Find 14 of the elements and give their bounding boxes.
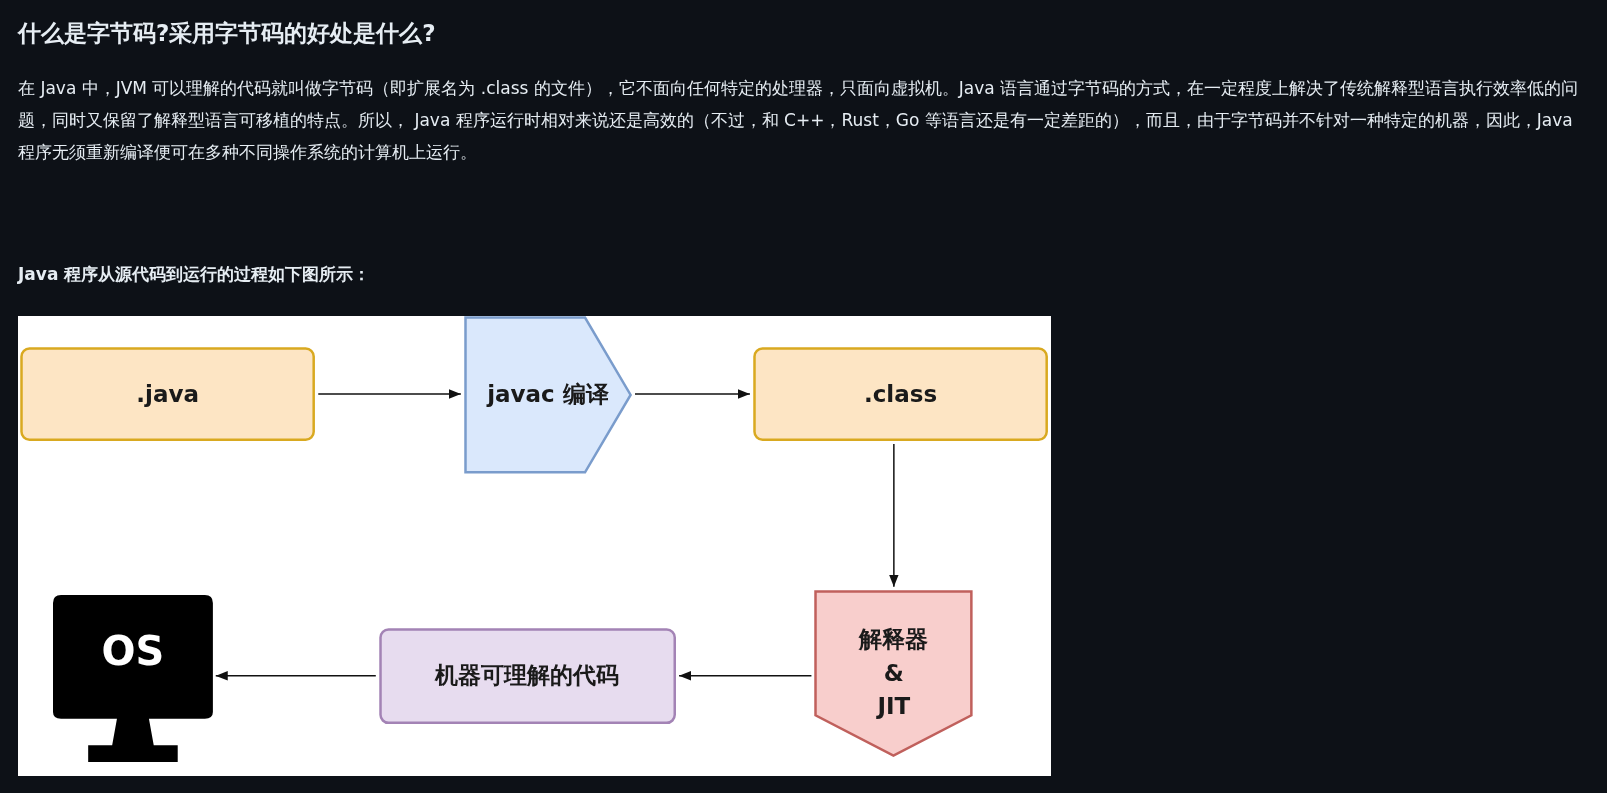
paragraph-text: Java 程序从源代码到运行的过程如下图所示： (18, 263, 372, 286)
process-box: 机器可理解的代码 (378, 627, 677, 724)
arrow (215, 671, 377, 681)
arrow (317, 389, 462, 399)
file-box: .java (20, 346, 316, 442)
monitor-icon: OS (52, 594, 213, 762)
process-pentagon: javac 编译 (463, 316, 632, 474)
arrow (678, 671, 813, 681)
arrow (634, 389, 751, 399)
process-pentagon: 解释器 & JIT (814, 589, 974, 757)
arrow (889, 443, 899, 588)
paragraph-text: 在 Java 中，JVM 可以理解的代码就叫做字节码（即扩展名为 .class 的文件），它不面向任何特定的处理器，只面向虚拟机。Java 语言通过字节码的方式，在一定程度上解决了传统解释型语言执行效率低的问题，同时又保留了解释型语言可移植的特点。所以， Java 程序运行时相对来说还是高效的（不过，和 C++，Rust，Go 等语言还是有一定差距的），而且，由于字节码并不针对一种特定的机器，因此，Java 程序无须重新编译便可在多种不同操作系统的计算机上运行。 (18, 77, 1580, 164)
page-heading: 什么是字节码?采用字节码的好处是什么? (18, 19, 436, 48)
file-box: .class (752, 346, 1049, 442)
